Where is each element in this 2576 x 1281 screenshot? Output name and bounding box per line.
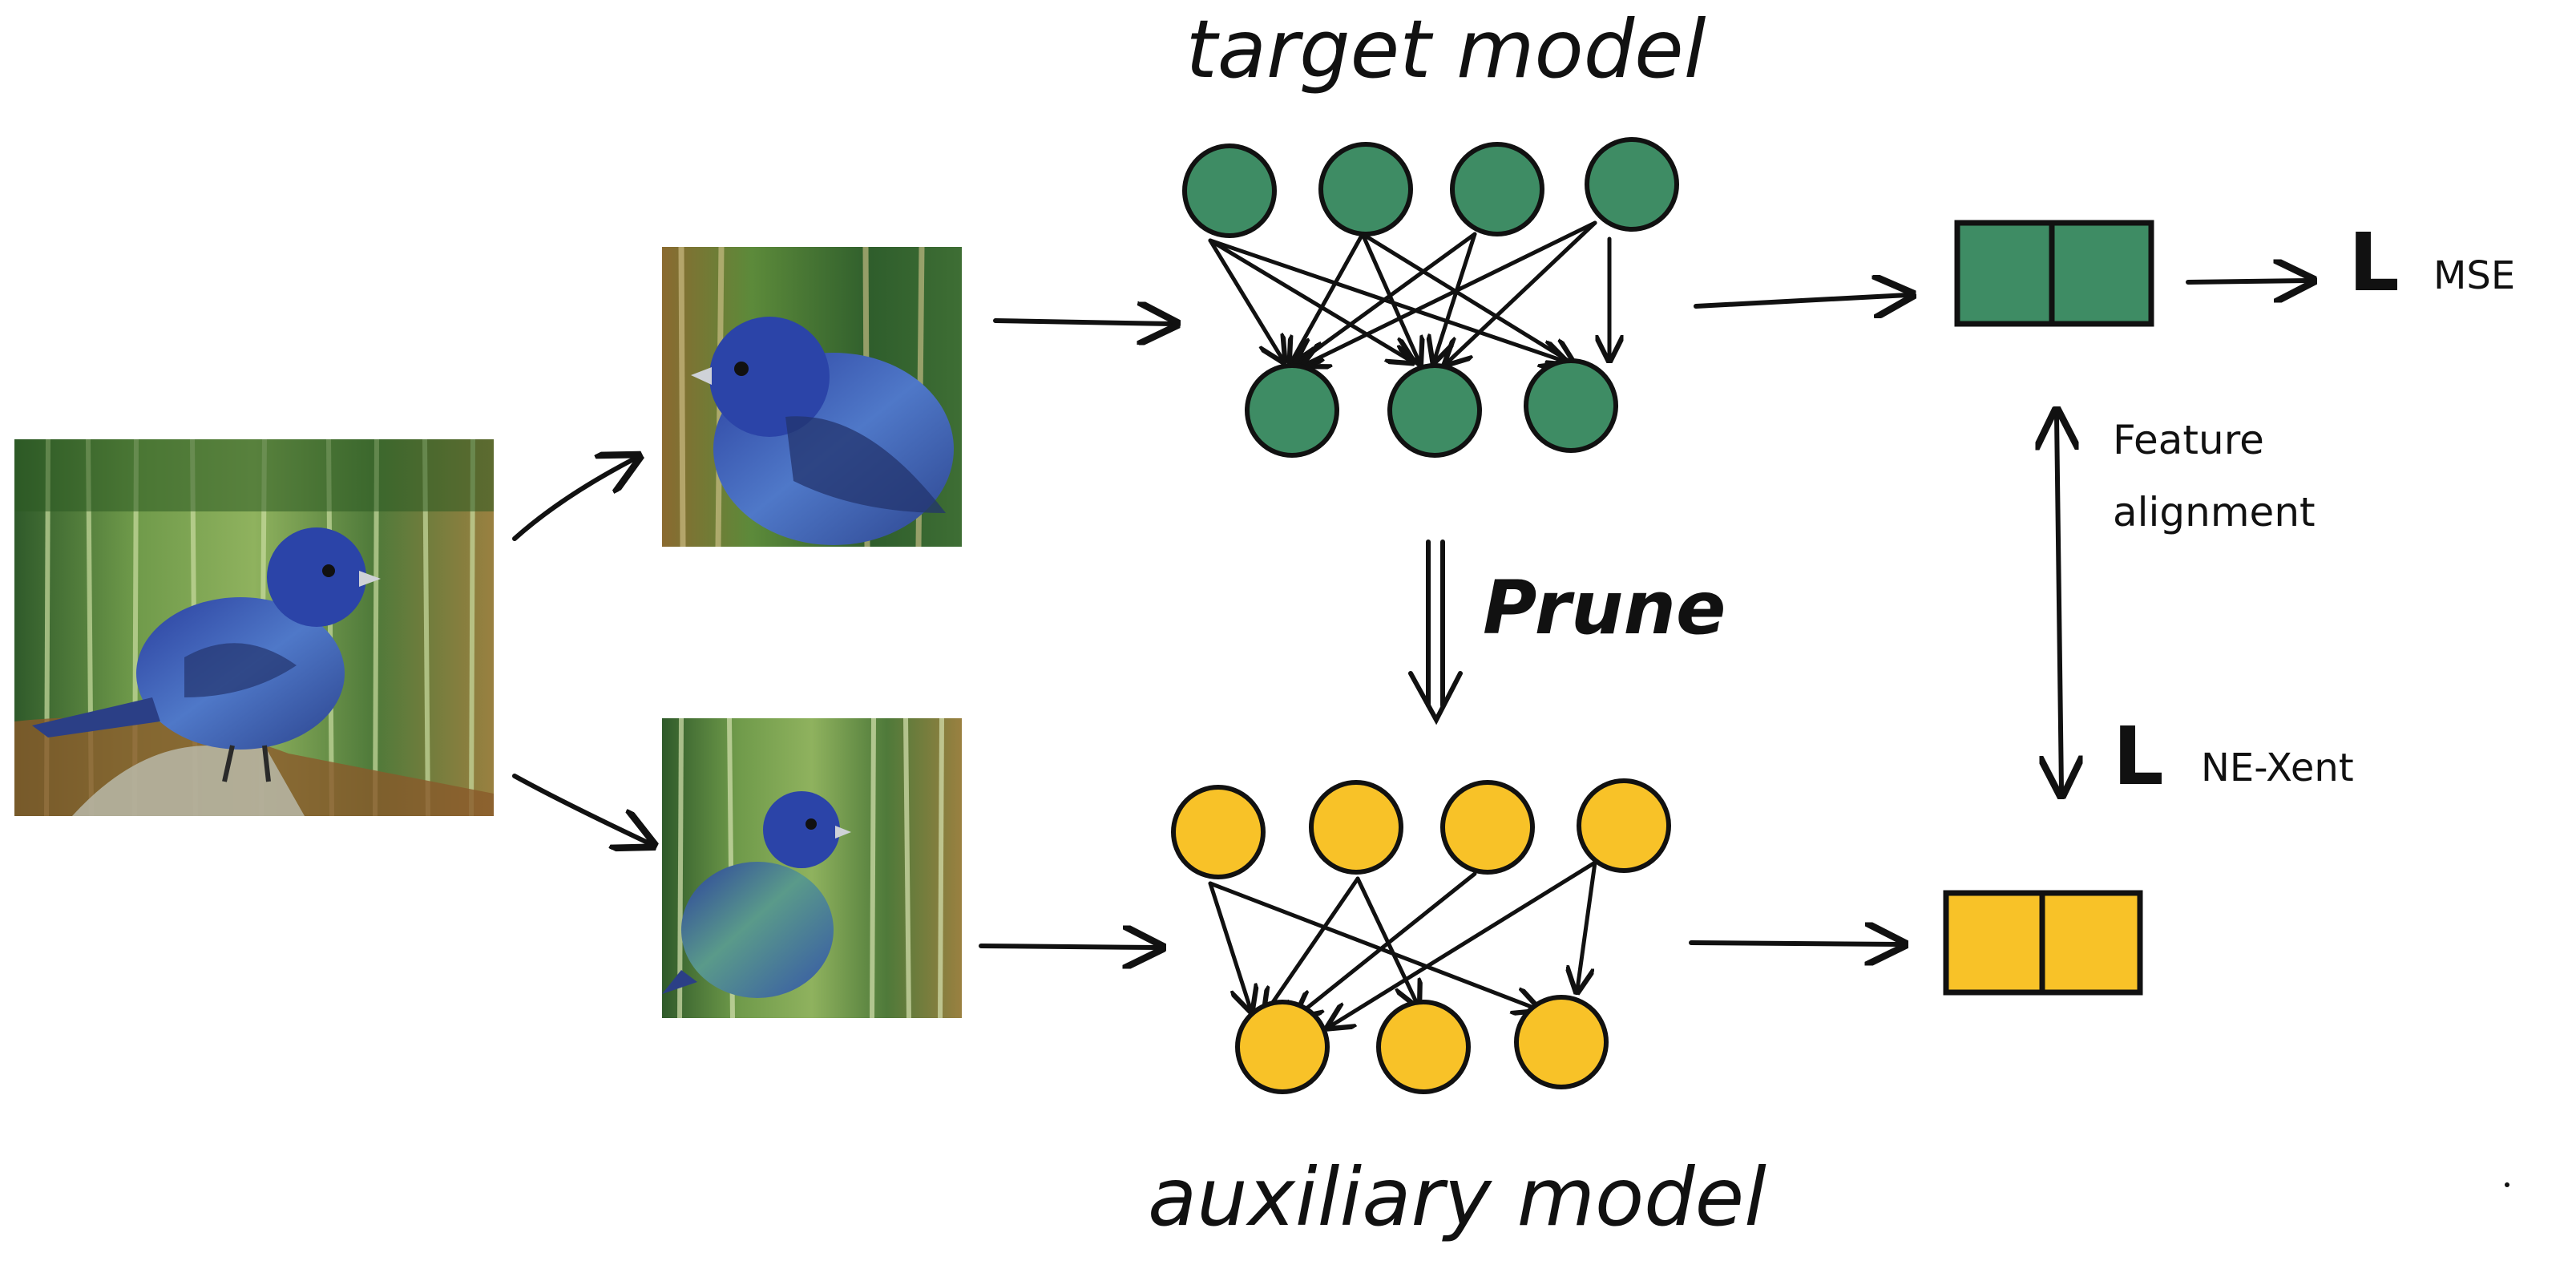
auxiliary-node	[1171, 785, 1266, 879]
auxiliary-model-edges	[1208, 860, 1597, 1026]
arrow-original-to-bottom-view	[512, 774, 649, 843]
nexent-loss-label: L NE-Xent	[2113, 709, 2354, 803]
svg-text:Feature: Feature	[2113, 417, 2264, 463]
bird-original	[32, 527, 381, 782]
target-node	[1182, 143, 1277, 238]
arrow-to-mse-loss	[2186, 281, 2308, 282]
arrow-top-view-to-target-model	[993, 321, 1172, 324]
bird-crop	[691, 317, 954, 545]
svg-text:L: L	[2113, 709, 2164, 803]
target-node	[1450, 142, 1544, 236]
target-node	[1245, 363, 1339, 458]
target-model-network	[1182, 137, 1679, 458]
arrow-bottom-view-to-auxiliary-model	[979, 946, 1157, 948]
arrow-auxiliary-model-to-feature	[1689, 943, 1900, 944]
feature-alignment-arrow	[2057, 415, 2061, 790]
feature-alignment-label: Feature alignment	[2113, 417, 2316, 535]
mse-loss-label: L MSE	[2348, 216, 2515, 309]
svg-text:L: L	[2348, 216, 2400, 309]
arrow-original-to-top-view	[512, 459, 635, 541]
auxiliary-node	[1309, 780, 1403, 875]
augmented-view-top	[662, 247, 962, 547]
original-image	[14, 439, 494, 816]
stray-dot	[2505, 1182, 2509, 1187]
auxiliary-model-title: auxiliary model	[1148, 1150, 1766, 1244]
svg-text:MSE: MSE	[2433, 253, 2515, 298]
auxiliary-model-network	[1171, 778, 1671, 1094]
auxiliary-feature-vector	[1943, 890, 2143, 996]
target-node	[1387, 363, 1482, 458]
svg-text:NE-Xent: NE-Xent	[2201, 746, 2354, 790]
arrow-target-model-to-feature	[1694, 295, 1908, 306]
prune-label: Prune	[1483, 565, 1726, 651]
target-model-title: target model	[1186, 2, 1706, 96]
auxiliary-node	[1440, 780, 1535, 875]
target-node	[1524, 358, 1618, 453]
target-node	[1585, 137, 1679, 232]
auxiliary-node	[1376, 1000, 1471, 1094]
target-model-edges	[1208, 220, 1609, 364]
bird-jitter	[662, 791, 851, 998]
svg-text:alignment: alignment	[2113, 489, 2316, 535]
auxiliary-node	[1577, 778, 1671, 873]
auxiliary-node	[1235, 1000, 1330, 1094]
target-node	[1318, 142, 1413, 236]
augmented-view-bottom	[662, 718, 962, 1018]
auxiliary-node	[1514, 995, 1609, 1089]
prune-arrow	[1408, 539, 1463, 725]
target-feature-vector	[1954, 220, 2154, 327]
